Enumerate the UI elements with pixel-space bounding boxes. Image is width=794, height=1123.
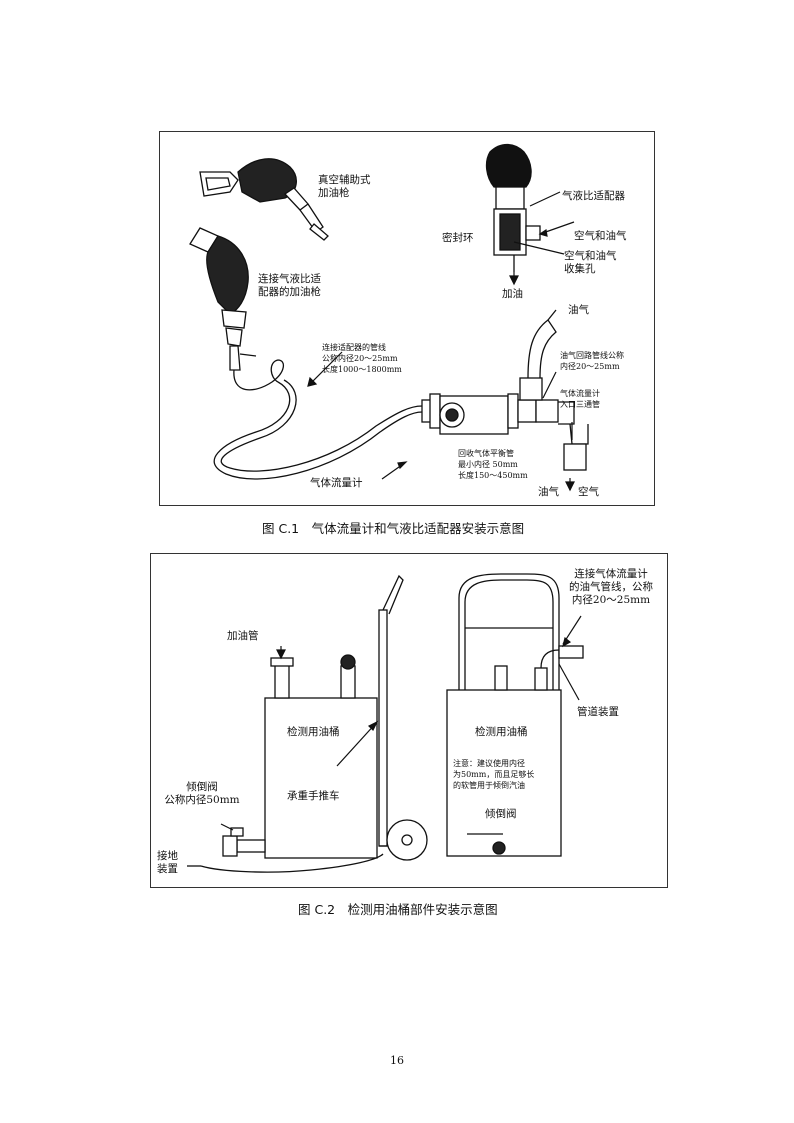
label-pipe-device: 管道装置 <box>577 706 619 718</box>
label-tilt-valve-right: 倾倒阀 <box>485 808 517 820</box>
label-hand-truck: 承重手推车 <box>287 790 340 802</box>
figure-c1-drawing <box>189 143 589 492</box>
label-tilt-valve-left: 倾倒阀公称内径50mm <box>164 781 240 806</box>
label-meter-inlet-tee: 气体流量计入口三通管 <box>560 389 600 409</box>
label-return-pipe: 油气回路管线公称内径20～25mm <box>560 351 624 371</box>
label-vapor-bottom: 油气 <box>538 486 559 498</box>
label-grounding: 接地装置 <box>157 850 178 875</box>
label-seal-ring: 密封环 <box>442 232 474 244</box>
figure-c2: 加油管 倾倒阀公称内径50mm 接地装置 检测用油桶 承重手推车 连接气体流量计… <box>150 553 668 888</box>
label-adapter: 气液比适配器 <box>562 190 625 202</box>
label-note: 注意：建议使用内径为50mm，而且足够长的软管用于倾倒汽油 <box>453 759 535 790</box>
label-collection-holes: 空气和油气收集孔 <box>564 250 617 275</box>
label-air: 空气 <box>578 486 599 498</box>
page-number: 16 <box>390 1054 404 1067</box>
label-drum-right: 检测用油桶 <box>475 726 528 738</box>
label-connect-line: 连接气体流量计的油气管线，公称内径20～25mm <box>569 568 653 606</box>
figure-c2-drawing <box>187 573 584 873</box>
label-nozzle-with-adapter: 连接气液比适配器的加油枪 <box>258 273 321 298</box>
figure-c1: 真空辅助式加油枪 连接气液比适配器的加油枪 气液比适配器 密封环 空气和油气 空… <box>159 131 655 506</box>
label-vapor-top: 油气 <box>568 304 589 316</box>
label-gas-meter: 气体流量计 <box>310 477 363 489</box>
label-vacuum-nozzle: 真空辅助式加油枪 <box>318 174 371 199</box>
label-fill-pipe: 加油管 <box>227 630 259 642</box>
label-air-vapor: 空气和油气 <box>574 230 627 242</box>
figure-c1-caption: 图 C.1 气体流量计和气液比适配器安装示意图 <box>262 521 525 536</box>
label-drum-left: 检测用油桶 <box>287 726 340 738</box>
figure-c2-caption: 图 C.2 检测用油桶部件安装示意图 <box>298 902 498 917</box>
label-refuel: 加油 <box>502 288 523 300</box>
